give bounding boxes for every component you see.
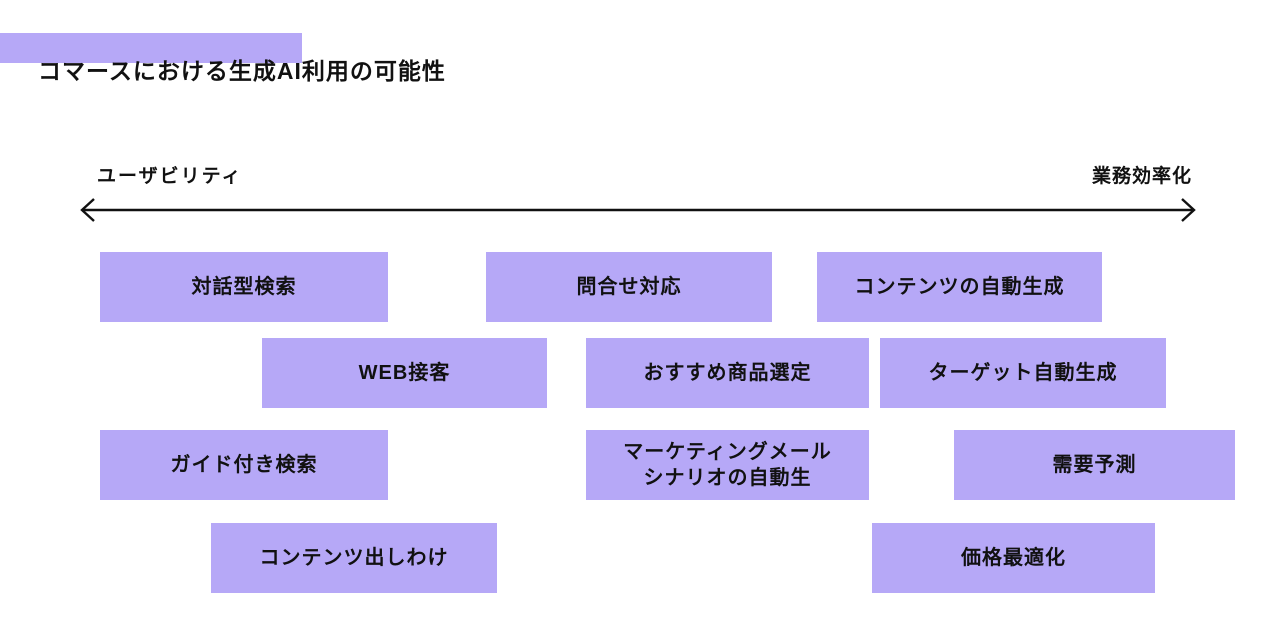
box-label: 対話型検索 <box>191 276 297 298</box>
box-label: おすすめ商品選定 <box>643 362 812 384</box>
axis-label-usability: ユーザビリティ <box>97 166 243 187</box>
diagram-box-inquiry-response: 問合せ対応 <box>486 252 772 322</box>
box-label: WEB接客 <box>358 362 451 384</box>
box-label: 問合せ対応 <box>576 276 682 298</box>
diagram-box-web-customer-service: WEB接客 <box>262 338 547 408</box>
double-arrow-icon <box>80 198 1196 222</box>
box-label: 価格最適化 <box>961 547 1066 569</box>
box-label: コンテンツの自動生成 <box>854 276 1065 298</box>
box-label: マーケティングメール シナリオの自動生 <box>623 441 832 489</box>
page-title: コマースにおける生成AI利用の可能性 <box>38 58 446 84</box>
diagram-box-interactive-search: 対話型検索 <box>100 252 388 322</box>
diagram-box-target-auto-generation: ターゲット自動生成 <box>880 338 1166 408</box>
diagram-box-guided-search: ガイド付き検索 <box>100 430 388 500</box>
diagram-box-auto-content-generation: コンテンツの自動生成 <box>817 252 1102 322</box>
diagram-box-content-targeting: コンテンツ出しわけ <box>211 523 497 593</box>
box-label: ターゲット自動生成 <box>928 362 1118 384</box>
title-highlight-bar <box>0 33 302 63</box>
box-label: コンテンツ出しわけ <box>259 547 449 569</box>
diagram-box-price-optimization: 価格最適化 <box>872 523 1155 593</box>
box-label: ガイド付き検索 <box>170 454 318 476</box>
diagram-box-recommended-product-selection: おすすめ商品選定 <box>586 338 869 408</box>
diagram-box-demand-forecast: 需要予測 <box>954 430 1235 500</box>
box-label: 需要予測 <box>1052 454 1137 476</box>
axis-label-efficiency: 業務効率化 <box>1091 166 1192 187</box>
diagram-box-marketing-mail-scenario: マーケティングメール シナリオの自動生 <box>586 430 869 500</box>
